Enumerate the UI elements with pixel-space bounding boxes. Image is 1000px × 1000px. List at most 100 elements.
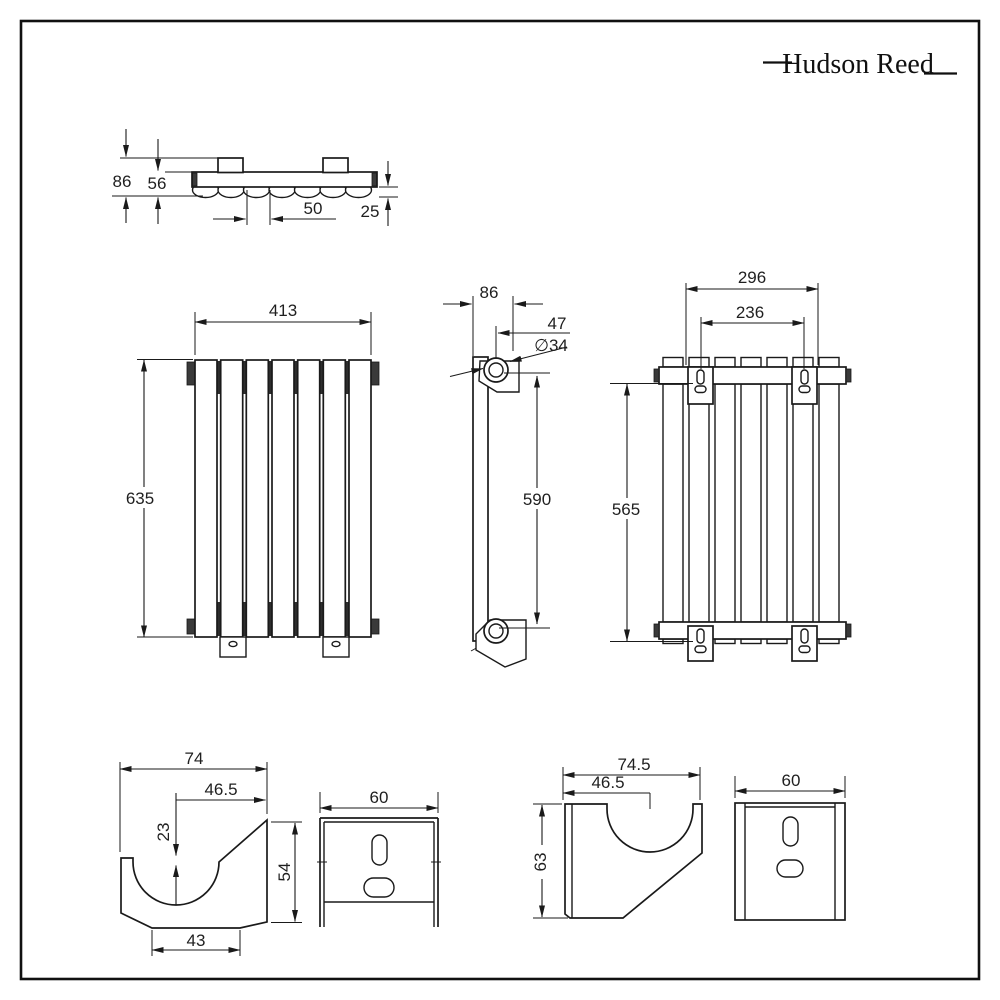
panel-gap-shadow: [242, 361, 247, 394]
rear-column: [688, 383, 710, 623]
panel-gap-shadow: [345, 361, 349, 394]
dim-bracket-width: 74: [185, 749, 204, 768]
dim-front-width: 413: [269, 301, 297, 320]
panel-tab: [714, 356, 736, 368]
bracket-slot-vertical: [696, 369, 705, 385]
dim-bracket-cutout-depth: 23: [154, 823, 173, 842]
foot-hole: [228, 640, 238, 648]
bracket-face-outline: [734, 802, 846, 921]
dim-top-overall-depth: 86: [113, 172, 132, 191]
rear-column: [818, 383, 840, 623]
wall-tab: [217, 157, 244, 174]
rear-view-body: [653, 356, 852, 662]
inlet-cap: [370, 361, 380, 386]
rear-column: [662, 383, 684, 623]
dim-bracket-width: 74.5: [617, 755, 650, 774]
rear-view-dimensions: 296 236 565: [608, 268, 819, 642]
front-view: 413 635: [125, 301, 380, 658]
bracket-slot-horizontal: [798, 645, 811, 654]
dim-rear-bracket-width: 296: [738, 268, 766, 287]
panel-gap-shadow: [319, 361, 324, 394]
dim-bracket-centre-offset: 46.5: [591, 773, 624, 792]
dim-side-column-diameter: ∅34: [534, 336, 568, 355]
front-view-body: [186, 359, 380, 658]
dim-side-bracket-centres: 590: [523, 490, 551, 509]
dim-bracket-base-width: 43: [187, 931, 206, 950]
panel-tab: [662, 356, 684, 368]
bracket-left-profile-dimensions: 74 46.5 23 54 43: [119, 749, 302, 956]
wall-tab: [322, 157, 349, 174]
dim-side-depth: 86: [480, 283, 499, 302]
inlet-cap: [370, 618, 380, 635]
top-view-dimensions: 86 56 50 25: [112, 129, 398, 226]
bracket-left-face-dimensions: 60: [319, 788, 439, 813]
bracket-slot-vertical: [782, 816, 799, 847]
panel-tab: [688, 356, 710, 368]
bracket-slot-horizontal: [363, 877, 395, 898]
panel-gap-shadow: [217, 602, 221, 636]
dim-bracket-face-width: 60: [782, 771, 801, 790]
rear-column: [740, 383, 762, 623]
bracket-right-profile-dimensions: 74.5 46.5 63: [531, 755, 701, 919]
bracket-right-face: 60: [734, 771, 846, 921]
panel-tab: [740, 356, 762, 368]
inlet-cap: [186, 361, 196, 386]
dim-top-body-depth: 56: [148, 174, 167, 193]
bracket-profile-outline: [120, 818, 268, 929]
front-view-dimensions: 413 635: [125, 301, 372, 638]
top-rail-bar: [191, 171, 378, 188]
bracket-right-profile: 74.5 46.5 63: [531, 755, 703, 919]
panel-gap-shadow: [268, 602, 272, 636]
bracket-slot-horizontal: [776, 859, 804, 878]
bracket-profile-outline: [564, 803, 703, 919]
side-view: 86 47 ∅34 590: [443, 283, 570, 668]
panel-gap-shadow: [217, 361, 221, 394]
rear-top-rail: [658, 366, 847, 385]
end-cap: [653, 623, 660, 638]
end-cap: [845, 368, 852, 383]
rear-bottom-rail: [658, 621, 847, 640]
dim-bracket-face-width: 60: [370, 788, 389, 807]
panel-tab: [818, 356, 840, 368]
dim-top-edge-offset: 25: [361, 202, 380, 221]
bracket-left-profile: 74 46.5 23 54 43: [119, 749, 302, 956]
radiator-panel: [194, 359, 218, 638]
panel-gap-shadow: [345, 602, 349, 636]
column-end-inner: [488, 623, 504, 639]
top-view-body: [191, 157, 378, 199]
dim-rear-bracket-height: 565: [612, 500, 640, 519]
dim-rear-slot-centres: 236: [736, 303, 764, 322]
panel-gap-shadow: [294, 602, 298, 636]
side-view-dimensions: 86 47 ∅34 590: [443, 283, 570, 629]
rear-column: [714, 383, 736, 623]
bracket-slot-horizontal: [694, 385, 707, 394]
dim-top-column-pitch: 50: [304, 199, 323, 218]
panel-tab: [766, 356, 788, 368]
dim-bracket-centre-offset: 46.5: [204, 780, 237, 799]
end-cap: [192, 172, 198, 187]
end-cap: [371, 172, 377, 187]
bracket-slot-vertical: [800, 369, 809, 385]
end-cap: [845, 623, 852, 638]
radiator-panel: [348, 359, 372, 638]
bracket-left-face: 60: [317, 788, 441, 927]
inlet-cap: [186, 618, 196, 635]
brand-logo: Hudson Reed: [763, 49, 957, 80]
radiator-panel: [245, 359, 270, 638]
radiator-panel: [271, 359, 295, 638]
dim-bracket-height: 63: [531, 853, 550, 872]
bracket-slot-vertical: [696, 628, 705, 644]
radiator-panel: [296, 359, 321, 638]
rear-view: 296 236 565: [608, 268, 852, 662]
panel-edge: [472, 356, 489, 642]
bracket-slot-horizontal: [798, 385, 811, 394]
dim-side-wall-offset: 47: [548, 314, 567, 333]
radiator-panel: [322, 359, 347, 638]
side-view-body: [470, 356, 527, 668]
drawing-border: [19, 19, 981, 981]
top-view: 86 56 50 25: [112, 129, 398, 226]
radiator-panel: [219, 359, 244, 638]
column-end-inner: [488, 362, 504, 378]
